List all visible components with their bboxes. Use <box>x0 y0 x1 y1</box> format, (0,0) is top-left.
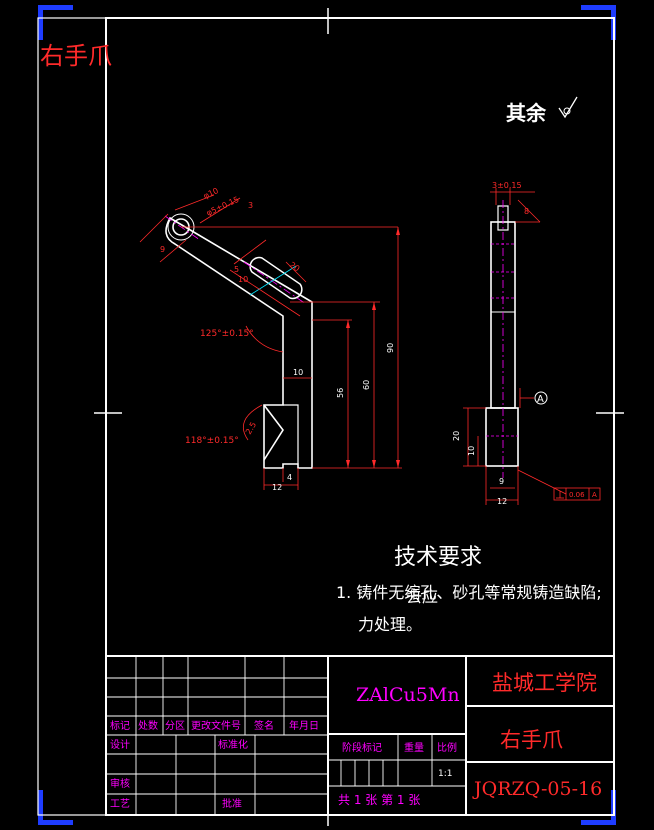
dim-4: 4 <box>287 473 292 482</box>
part-name-stamp: 右手爪 <box>40 42 112 70</box>
tb-gongyi: 工艺 <box>110 798 130 810</box>
v-notch <box>263 404 284 461</box>
tb-zhongliang: 重量 <box>404 741 424 754</box>
tb-jieduan: 阶段标记 <box>342 741 382 754</box>
tb-school: 盐城工学院 <box>492 671 597 695</box>
tb-pizhun: 批准 <box>222 797 242 810</box>
tb-fenqu: 分区 <box>165 720 185 732</box>
side-lower-block <box>485 407 519 467</box>
outer-frame <box>37 17 615 816</box>
dim-20: 20 <box>288 260 302 273</box>
side-dim-20: 20 <box>452 431 461 441</box>
roughness-symbol-icon <box>558 96 578 119</box>
dim-56: 56 <box>336 388 345 398</box>
dim-60: 60 <box>362 380 371 390</box>
tb-scale: 1:1 <box>438 769 452 779</box>
side-dim-12: 12 <box>497 497 507 506</box>
dim-90: 90 <box>386 343 395 353</box>
angle-118: 118°±0.15° <box>185 436 239 446</box>
geometric-tolerance-frame: 0.06 A <box>553 487 601 501</box>
tb-qianming: 签名 <box>254 719 274 732</box>
dim-10-width: 10 <box>293 368 303 377</box>
tb-biaozhunhua: 标准化 <box>218 738 248 751</box>
tech-heading: 技术要求 <box>394 545 482 570</box>
tb-chushu: 处数 <box>138 719 158 732</box>
dim-3: 3 <box>248 201 253 210</box>
tb-bili: 比例 <box>437 741 457 754</box>
svg-text:A: A <box>592 491 597 499</box>
roughness-label: 其余 <box>506 101 547 125</box>
dim-10-slot: 10 <box>238 275 248 284</box>
datum-label: A <box>537 394 544 405</box>
side-dim-10: 10 <box>467 446 476 456</box>
dim-5: 5 <box>234 265 239 274</box>
front-view: φ10 φ5±0.15 3 9 20 5 10 125°±0.15° 10 11… <box>139 186 402 492</box>
tb-sheji: 设计 <box>110 738 130 751</box>
tb-nianyueri: 年月日 <box>289 719 319 732</box>
side-dim-9: 9 <box>499 477 504 486</box>
tb-material: ZAlCu5Mn <box>356 684 460 706</box>
tech-line-overlap: 去应 <box>406 587 438 606</box>
side-dim-top: 3±0.15 <box>492 181 522 190</box>
datum-circle-icon <box>534 391 548 405</box>
tb-sheets: 共 1 张 第 1 张 <box>338 793 420 807</box>
corner-markers <box>38 5 616 825</box>
dim-phi10: φ10 <box>202 186 220 201</box>
tech-line-1: 1. 铸件无缩孔、砂孔等常规铸造缺陷; <box>336 583 602 602</box>
tb-biaoji: 标记 <box>110 720 130 732</box>
angle-125: 125°±0.15° <box>200 329 254 339</box>
tech-line-2: 力处理。 <box>358 615 422 634</box>
side-dim-8: 8 <box>524 207 529 216</box>
tb-drawing-no: JQRZQ-05-16 <box>472 778 602 800</box>
arm-outline <box>165 216 313 469</box>
slot <box>249 256 303 300</box>
title-block: 标记 处数 分区 更改文件号 签名 年月日 设计 标准化 审核 工艺 批准 阶段… <box>105 655 615 816</box>
tb-shenhe: 审核 <box>110 777 130 790</box>
tb-gengai: 更改文件号 <box>191 719 241 732</box>
side-view: 3±0.15 8 20 10 9 12 A 0.06 A <box>452 181 601 506</box>
svg-text:0.06: 0.06 <box>569 491 585 499</box>
dim-2-5: 2.5 <box>244 420 258 436</box>
tb-part-name: 右手爪 <box>500 728 563 752</box>
dim-12: 12 <box>272 483 282 492</box>
dim-9: 9 <box>160 245 165 254</box>
